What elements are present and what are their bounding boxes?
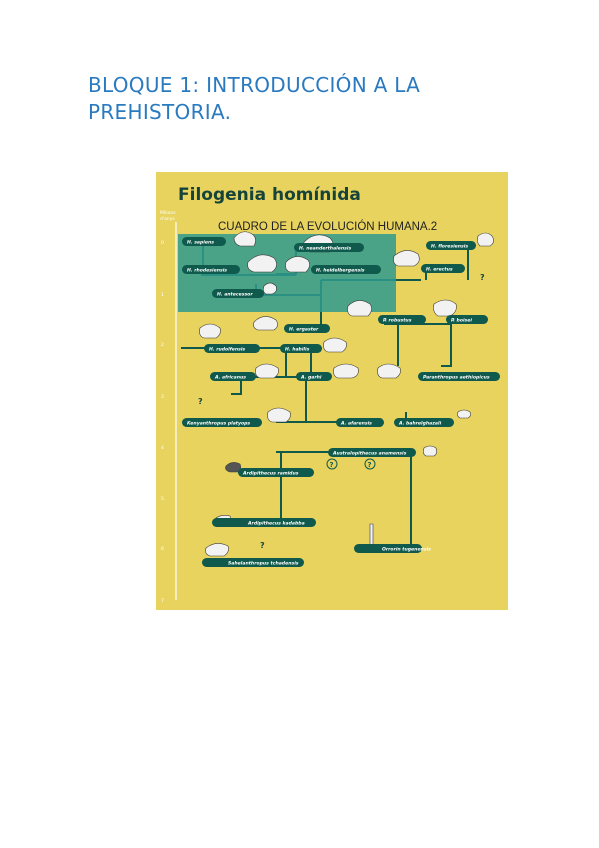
svg-text:A. afarensis: A. afarensis (340, 421, 372, 427)
question-mark-1: ? (480, 273, 485, 282)
tick-5: 5 (161, 496, 164, 502)
skull-garhi (333, 363, 359, 379)
overlay-caption: CUADRO DE LA EVOLUCIÓN HUMANA.2 (218, 220, 437, 233)
svg-text:H. ergaster: H. ergaster (289, 327, 319, 333)
skull-erectus (393, 250, 420, 267)
svg-text:H. erectus: H. erectus (426, 267, 453, 273)
pill-h-heidelbergensis: H. heidelbergensis (311, 265, 381, 274)
svg-text:H. habilis: H. habilis (285, 347, 310, 353)
tick-4: 4 (161, 445, 164, 451)
figure-heading: Filogenia homínida (178, 185, 361, 205)
skull-rhodesiensis (247, 254, 277, 273)
svg-text:H. rhodesiensis: H. rhodesiensis (187, 268, 227, 274)
hominid-phylogeny-figure: Filogenia homínida Milions d'anys 0 1 2 … (156, 172, 508, 610)
pill-kenyanthropus-platyops: Kenyanthropus platyops (182, 418, 262, 427)
svg-text:Kenyanthropus platyops: Kenyanthropus platyops (187, 421, 250, 427)
pill-australopithecus-anamensis: Australopithecus anamensis (328, 448, 416, 457)
skull-heidelbergensis (285, 256, 310, 273)
skull-afarensis (267, 407, 291, 423)
svg-text:H. neanderthalensis: H. neanderthalensis (299, 246, 351, 252)
pill-a-afarensis: A. afarensis (336, 418, 384, 427)
pill-h-floresiensis: H. floresiensis (426, 241, 476, 250)
pill-sahelanthropus-tchadensis: Sahelanthropus tchadensis (202, 558, 304, 567)
pill-h-rhodesiensis: H. rhodesiensis (182, 265, 240, 274)
document-title: BLOQUE 1: INTRODUCCIÓN A LA PREHISTORIA. (88, 72, 508, 126)
skull-bahrelghazali (457, 409, 471, 419)
skull-sapiens (233, 231, 256, 247)
pill-h-habilis: H. habilis (280, 344, 322, 353)
pill-paranthropus-aethiopicus: Paranthropus aethiopicus (418, 372, 500, 381)
skull-sahelanthropus (205, 543, 229, 557)
uncertainty-badges: ? ? (326, 458, 376, 470)
skull-antecessor (263, 282, 277, 295)
title-line-2: PREHISTORIA. (88, 100, 232, 124)
phylogeny-diagram: Filogenia homínida Milions d'anys 0 1 2 … (156, 172, 508, 610)
svg-text:A. africanus: A. africanus (214, 375, 246, 381)
tick-0: 0 (161, 240, 164, 246)
svg-text:P. robustus: P. robustus (383, 318, 412, 324)
tick-3: 3 (161, 394, 164, 400)
pill-a-bahrelghazali: A. bahrelghazali (394, 418, 454, 427)
question-mark-2: ? (198, 397, 203, 406)
svg-text:H. rudolfensis: H. rudolfensis (209, 347, 245, 353)
pill-h-antecessor: H. antecessor (212, 289, 264, 298)
skull-floresiensis (477, 232, 494, 247)
pill-orrorin-tugenensis: Orrorin tugenensis (354, 544, 431, 553)
svg-text:H. antecessor: H. antecessor (217, 292, 253, 298)
svg-text:P. boisei: P. boisei (451, 318, 472, 324)
pill-h-ergaster: H. ergaster (284, 324, 330, 333)
question-mark-4: ? (330, 461, 334, 469)
axis-unit-line-1: Milions (160, 210, 176, 216)
svg-text:Paranthropus aethiopicus: Paranthropus aethiopicus (423, 375, 490, 381)
svg-text:Orrorin tugenensis: Orrorin tugenensis (382, 547, 431, 553)
pill-p-robustus: P. robustus (378, 315, 426, 324)
skull-habilis (323, 337, 347, 353)
title-line-1: BLOQUE 1: INTRODUCCIÓN A LA (88, 73, 421, 97)
svg-text:A. garhi: A. garhi (300, 375, 322, 381)
pill-h-erectus: H. erectus (421, 264, 465, 273)
species-labels: H. sapiens H. neanderthalensis H. flores… (182, 237, 500, 567)
question-mark-3: ? (260, 541, 265, 550)
svg-text:Sahelanthropus tchadensis: Sahelanthropus tchadensis (228, 561, 299, 567)
svg-text:Ardipithecus kadabba: Ardipithecus kadabba (247, 521, 305, 527)
pill-ardipithecus-ramidus: Ardipithecus ramidus (238, 468, 314, 477)
pill-ardipithecus-kadabba: Ardipithecus kadabba (212, 518, 316, 527)
svg-text:Ardipithecus ramidus: Ardipithecus ramidus (242, 471, 299, 477)
pill-a-africanus: A. africanus (210, 372, 256, 381)
svg-text:A. bahrelghazali: A. bahrelghazali (398, 421, 442, 427)
skull-boisei (433, 299, 457, 317)
svg-text:Australopithecus anamensis: Australopithecus anamensis (332, 451, 407, 457)
pill-h-rudolfensis: H. rudolfensis (204, 344, 260, 353)
svg-text:H. floresiensis: H. floresiensis (431, 244, 468, 250)
axis-unit-line-2: d'anys (160, 216, 175, 222)
skull-ergaster (253, 316, 278, 331)
tick-1: 1 (161, 292, 164, 298)
skull-rudolfensis (199, 323, 221, 339)
pill-a-garhi: A. garhi (296, 372, 332, 381)
tick-6: 6 (161, 546, 164, 552)
pill-h-sapiens: H. sapiens (182, 237, 226, 246)
pill-p-boisei: P. boisei (446, 315, 488, 324)
uncertainty-marks: ? ? ? (198, 273, 485, 550)
tick-7: 7 (161, 598, 164, 604)
skull-africanus (255, 363, 279, 379)
question-mark-5: ? (368, 461, 372, 469)
skull-aethiopicus (377, 363, 401, 379)
axis-ticks: 0 1 2 3 4 5 6 7 (161, 240, 164, 604)
svg-text:H. sapiens: H. sapiens (187, 240, 214, 246)
tick-2: 2 (161, 342, 164, 348)
pill-h-neanderthalensis: H. neanderthalensis (294, 243, 364, 252)
skull-anamensis (423, 445, 437, 457)
svg-text:H. heidelbergensis: H. heidelbergensis (316, 268, 365, 274)
skull-robustus (347, 300, 372, 317)
